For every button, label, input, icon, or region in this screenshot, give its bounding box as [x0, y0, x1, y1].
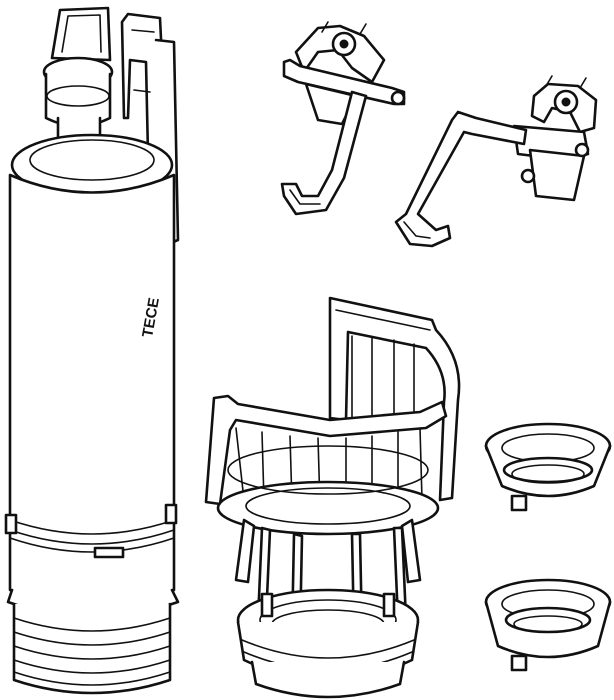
actuator-bracket-left [280, 21, 406, 216]
actuator-bracket-right [394, 75, 598, 248]
seal-ring-lower [484, 578, 612, 672]
brand-logo: TECE [139, 296, 163, 338]
seal-ring-upper [484, 422, 612, 512]
overflow-cage [204, 296, 461, 699]
flush-valve-body: TECE [4, 6, 180, 695]
